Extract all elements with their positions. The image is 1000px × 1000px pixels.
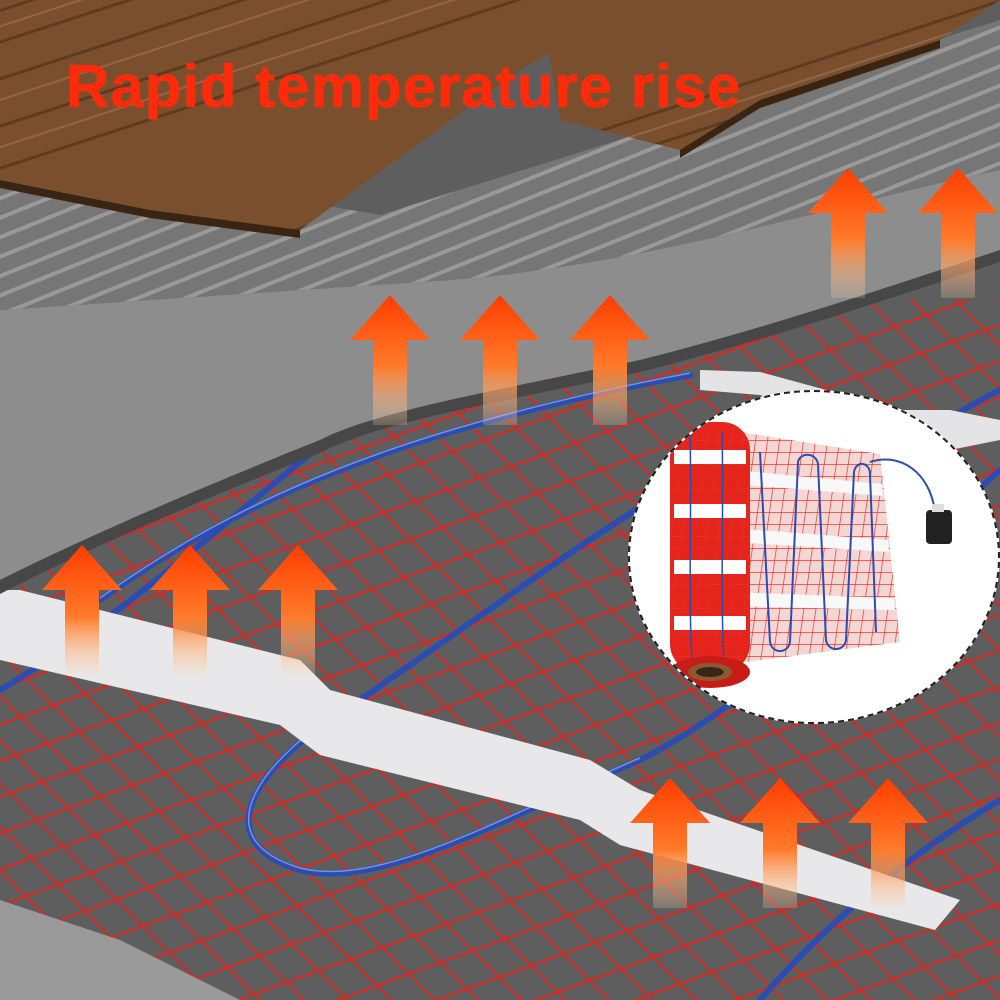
heat-arrow-icon	[918, 168, 998, 298]
heat-arrow-icon	[350, 295, 430, 425]
heat-arrow-icon	[42, 545, 122, 675]
heat-arrow-icon	[570, 295, 650, 425]
heating-mat-inset	[628, 390, 1000, 724]
headline: Rapid temperature rise	[66, 53, 742, 120]
heat-arrow-icon	[808, 168, 888, 298]
heat-arrow-icon	[848, 778, 928, 908]
heat-arrow-icon	[740, 778, 820, 908]
heat-arrow-icon	[630, 778, 710, 908]
heat-arrow-icon	[150, 545, 230, 675]
heat-arrow-icon	[460, 295, 540, 425]
heat-arrow-icon	[258, 545, 338, 675]
